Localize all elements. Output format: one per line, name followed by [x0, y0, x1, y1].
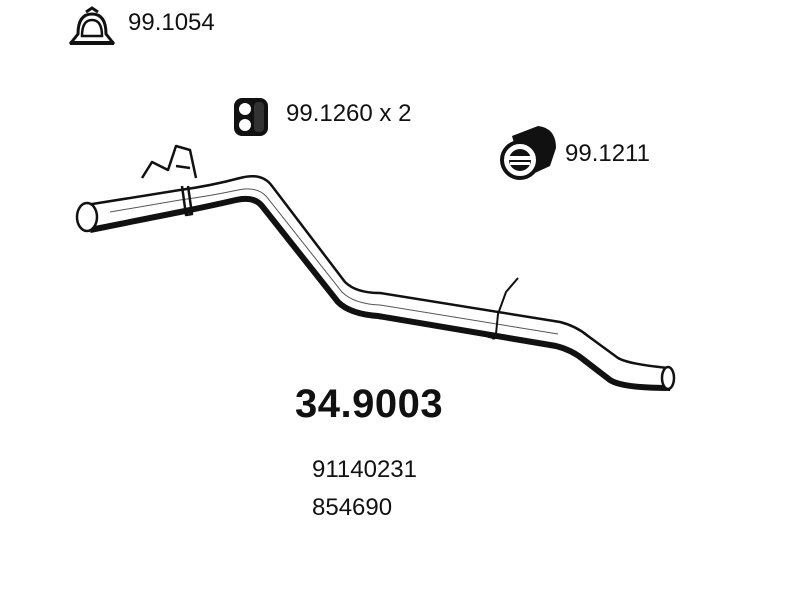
middle-hanger-wire — [491, 277, 519, 340]
rubber-mount-icon — [500, 126, 556, 180]
middle-hanger-tab — [482, 331, 497, 339]
mount-part-number: 99.1211 — [565, 140, 650, 167]
pipe-lower-edge — [89, 195, 671, 391]
left-hanger-bracket — [140, 144, 198, 217]
main-part-number: 34.9003 — [295, 382, 444, 426]
oem-number: 854690 — [312, 494, 393, 521]
rubber-hanger-icon — [234, 98, 268, 136]
hanger-part-number: 99.1260 x 2 — [286, 100, 412, 127]
pipe-inner-line — [109, 188, 559, 335]
clamp-part-number: 99.1054 — [128, 9, 215, 36]
pipe-left-opening — [75, 201, 99, 233]
pipe-upper-edge — [85, 175, 669, 370]
oem-number: 91140231 — [312, 456, 417, 483]
exhaust-clamp-icon — [68, 6, 116, 45]
pipe-right-end — [660, 365, 676, 391]
